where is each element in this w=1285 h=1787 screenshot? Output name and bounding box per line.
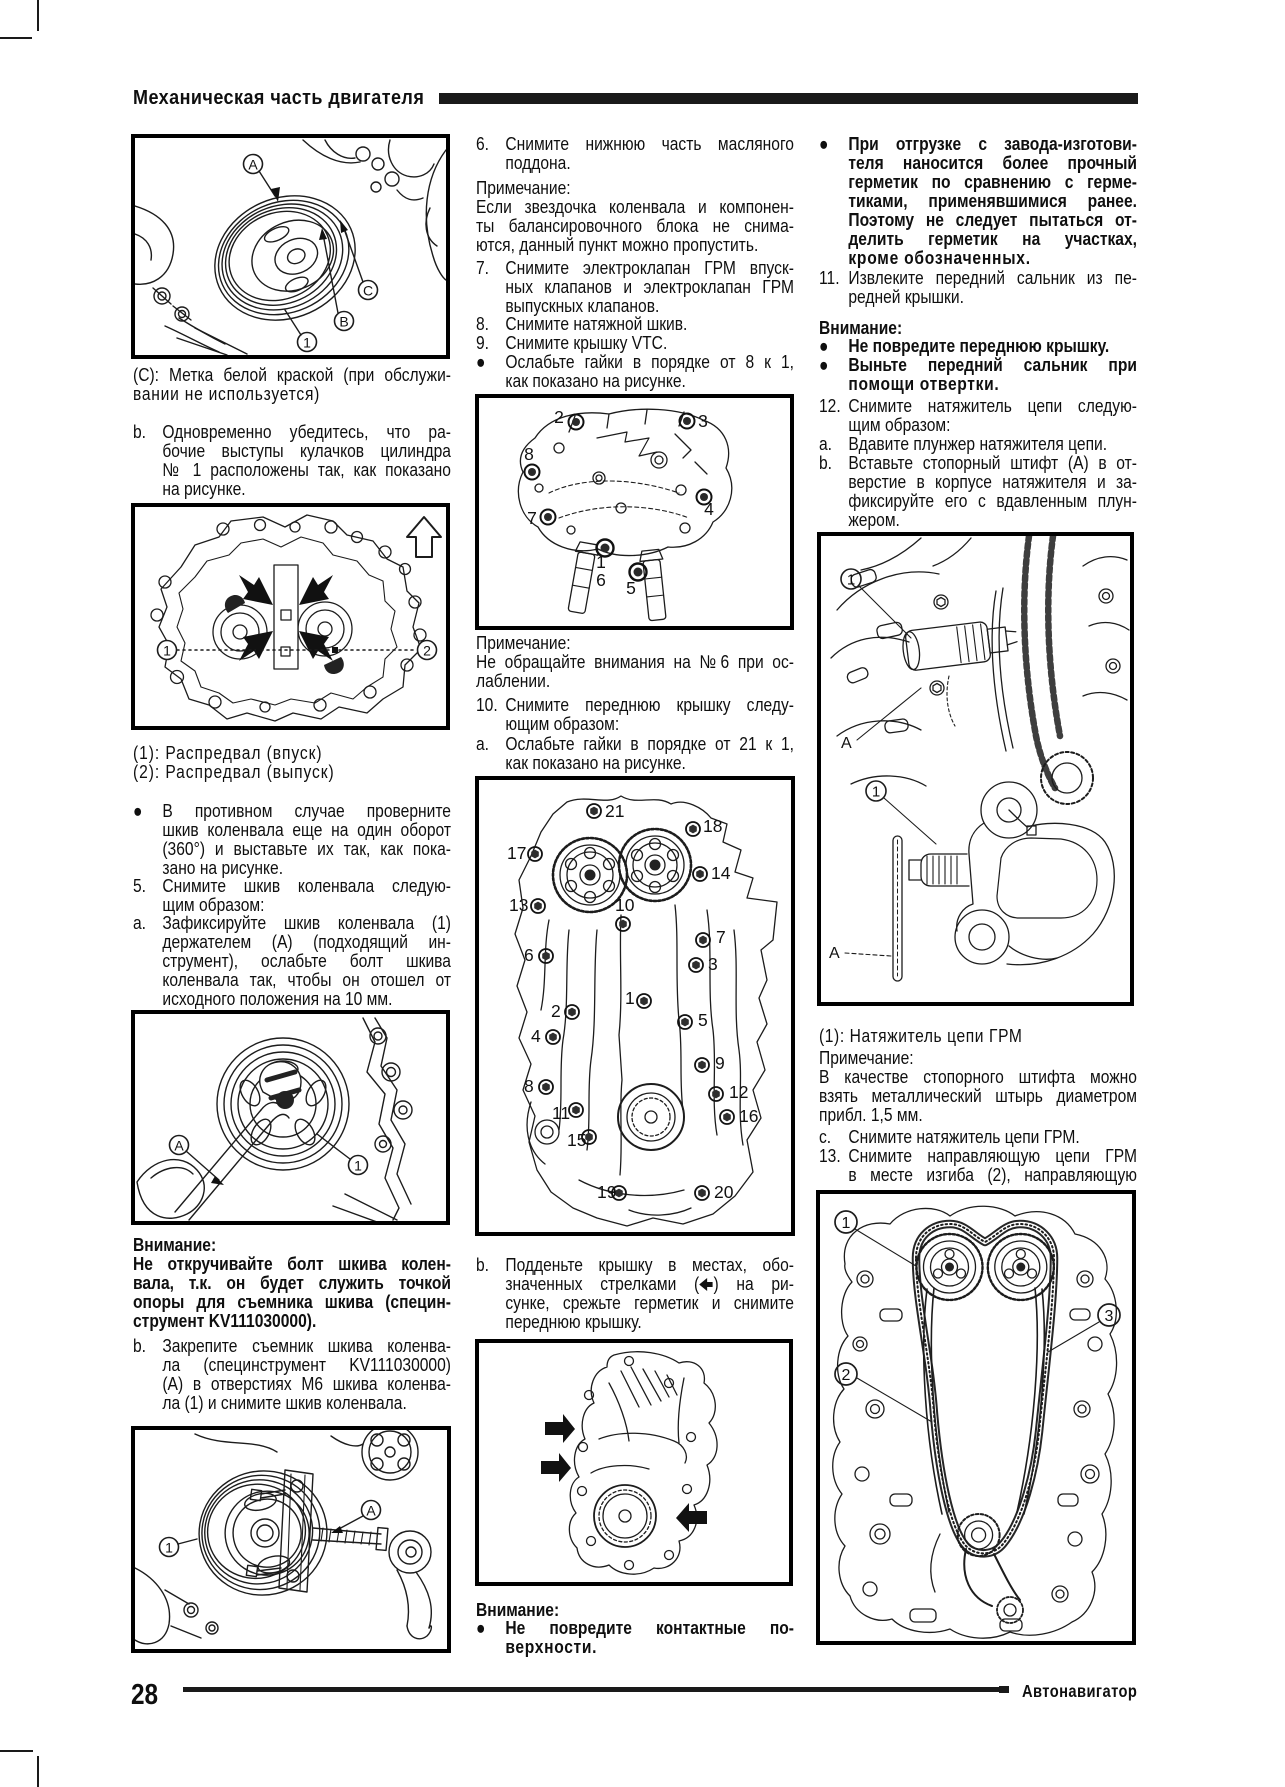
svg-text:1: 1 [842, 1215, 851, 1232]
svg-text:18: 18 [703, 816, 722, 836]
svg-text:A: A [248, 157, 258, 173]
svg-text:4: 4 [531, 1026, 541, 1046]
svg-text:16: 16 [739, 1106, 758, 1126]
svg-text:5: 5 [698, 1010, 708, 1030]
svg-text:1: 1 [354, 1158, 362, 1174]
svg-text:9: 9 [715, 1053, 725, 1073]
svg-text:6: 6 [524, 945, 534, 965]
svg-text:6: 6 [596, 570, 606, 590]
svg-text:A: A [174, 1138, 184, 1154]
svg-text:5: 5 [626, 578, 636, 598]
svg-text:2: 2 [842, 1367, 851, 1384]
svg-text:7: 7 [527, 508, 537, 528]
svg-text:2: 2 [423, 643, 431, 659]
svg-text:17: 17 [507, 843, 526, 863]
svg-text:1: 1 [165, 1540, 173, 1556]
svg-text:A: A [841, 735, 852, 752]
svg-text:3: 3 [1105, 1308, 1114, 1325]
svg-text:20: 20 [714, 1182, 734, 1202]
svg-text:2: 2 [551, 1001, 561, 1021]
svg-text:1: 1 [847, 572, 855, 589]
svg-text:A: A [829, 945, 840, 962]
svg-text:21: 21 [605, 801, 624, 821]
svg-text:12: 12 [729, 1082, 748, 1102]
svg-text:2: 2 [554, 407, 564, 427]
svg-text:A: A [366, 1503, 376, 1519]
svg-text:15: 15 [567, 1130, 586, 1150]
svg-text:13: 13 [509, 895, 528, 915]
svg-text:8: 8 [524, 1076, 534, 1096]
svg-text:C: C [363, 283, 373, 299]
svg-text:8: 8 [524, 444, 534, 464]
svg-text:1: 1 [596, 552, 606, 572]
svg-text:B: B [339, 314, 348, 330]
svg-text:1: 1 [163, 643, 171, 659]
svg-text:3: 3 [698, 411, 708, 431]
svg-text:11: 11 [552, 1103, 570, 1123]
svg-text:1: 1 [625, 988, 635, 1008]
svg-text:14: 14 [711, 863, 731, 883]
svg-text:4: 4 [704, 499, 714, 519]
svg-text:10: 10 [615, 895, 635, 915]
svg-text:7: 7 [716, 927, 726, 947]
svg-text:3: 3 [708, 954, 718, 974]
svg-text:1: 1 [872, 784, 880, 801]
svg-text:19: 19 [597, 1182, 616, 1202]
svg-text:1: 1 [303, 335, 311, 351]
